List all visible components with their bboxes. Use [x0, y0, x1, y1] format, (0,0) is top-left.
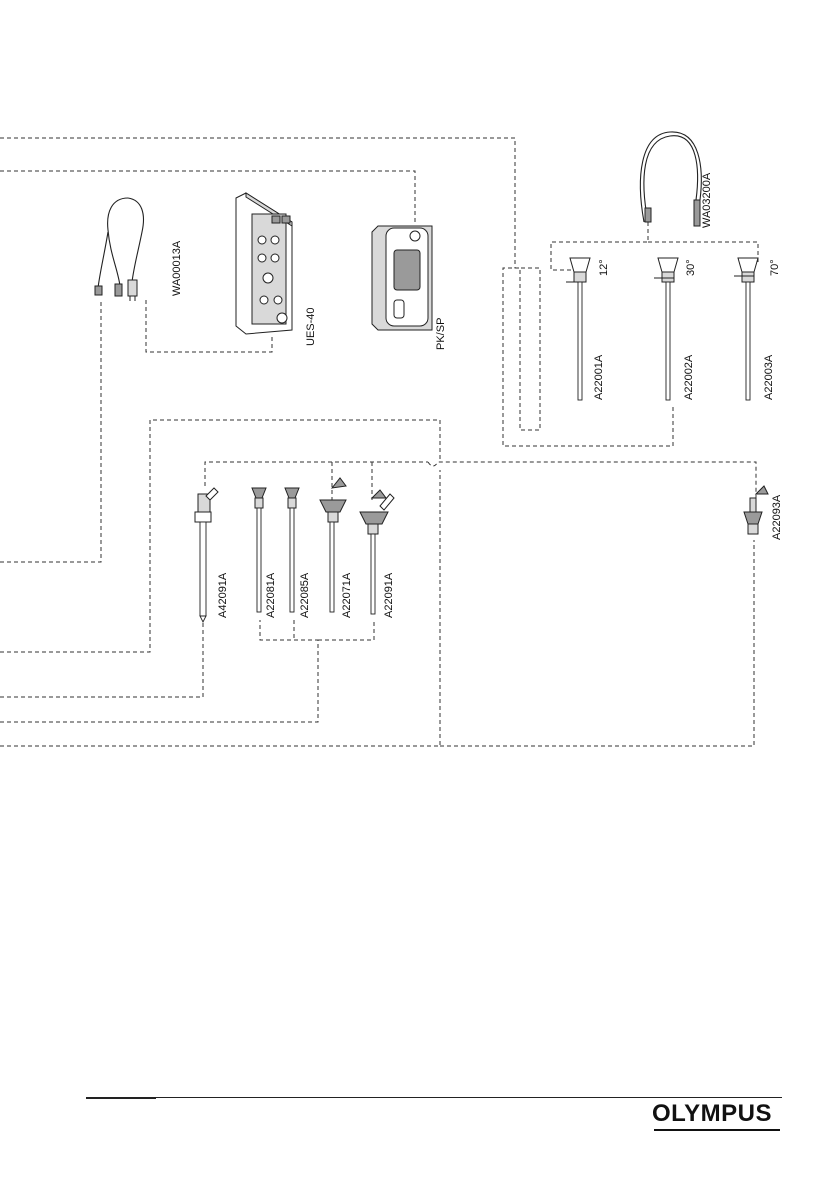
- telescope-30: [654, 258, 678, 400]
- telescope-70: [734, 258, 758, 400]
- label-angle-70: 70°: [769, 259, 781, 276]
- connector-line-inst-group-b: [318, 620, 374, 640]
- instrument-a22093a: [744, 486, 768, 534]
- sheath-a42091a-illustration: [195, 488, 218, 622]
- label-sheath-a42091a: A42091A: [217, 572, 229, 618]
- label-generator: UES-40: [305, 307, 317, 346]
- connector-line-bottom-right: [440, 540, 754, 746]
- label-telescope-70: A22003A: [763, 354, 775, 400]
- connector-line-inst-group: [0, 620, 318, 722]
- connector-line-cable-power: [0, 300, 101, 562]
- generator-illustration: [236, 193, 292, 334]
- connector-line-sheath-a: [0, 620, 203, 697]
- label-instrument-a22085a: A22085A: [299, 572, 311, 618]
- telescope-12: [566, 258, 590, 400]
- label-light-cable: WA03200A: [701, 172, 713, 228]
- label-angle-30: 30°: [685, 259, 697, 276]
- logo-underline: [654, 1129, 780, 1131]
- label-instrument-a22091a: A22091A: [383, 572, 395, 618]
- pksp-unit-illustration: [372, 226, 432, 330]
- label-instrument-a22071a: A22071A: [341, 572, 353, 618]
- instrument-a22081a: [252, 488, 266, 612]
- label-pksp: PK/SP: [435, 318, 447, 350]
- footer-rule: [86, 1097, 782, 1098]
- label-instrument-a22081a: A22081A: [265, 572, 277, 618]
- connector-line-bridge: [428, 462, 756, 500]
- light-cable-illustration: [640, 132, 701, 226]
- label-telescope-12: A22001A: [593, 354, 605, 400]
- label-power-cable: WA00013A: [171, 240, 183, 296]
- label-telescope-30: A22002A: [683, 354, 695, 400]
- olympus-logo: OLYMPUS: [652, 1100, 772, 1128]
- instrument-a22085a: [285, 488, 299, 612]
- label-angle-12: 12°: [598, 259, 610, 276]
- power-cable-illustration: [95, 198, 143, 301]
- connector-line-instruments: [205, 462, 428, 486]
- label-instrument-a22093a: A22093A: [771, 494, 783, 540]
- footer-rule-accent: [86, 1097, 156, 1099]
- connector-line-pksp: [0, 171, 415, 222]
